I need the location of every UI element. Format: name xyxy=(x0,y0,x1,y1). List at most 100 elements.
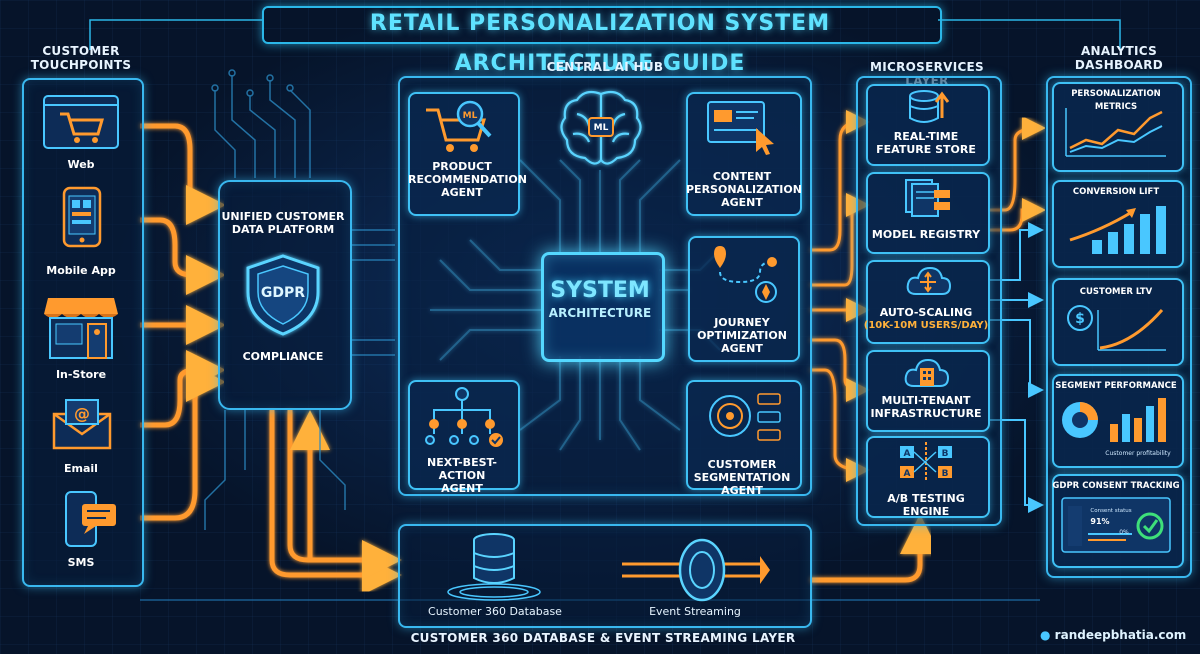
touchpoints-header-line1: CUSTOMER xyxy=(42,44,120,58)
agent-journey-line1: JOURNEY xyxy=(714,316,770,329)
smartphone-icon xyxy=(62,186,102,248)
brain-icon xyxy=(560,90,642,165)
touchpoints-header: CUSTOMER TOUCHPOINTS xyxy=(22,44,140,72)
consent-caption: Consent status xyxy=(1090,508,1132,514)
service-feature-label: REAL-TIME FEATURE STORE xyxy=(866,130,986,156)
analytics-header: ANALYTICS DASHBOARD xyxy=(1046,44,1192,72)
cloud-building-icon xyxy=(904,358,950,387)
analytics-item-4-label: SEGMENT PERFORMANCE xyxy=(1055,381,1177,391)
agent-journey-line2: OPTIMIZATION xyxy=(697,329,787,342)
analytics-item-1-label: PERSONALIZATION METRICS xyxy=(1071,89,1161,112)
service-feature-line2: FEATURE STORE xyxy=(876,143,976,156)
database-icon xyxy=(447,533,541,601)
agent-segmentation-line1: CUSTOMER xyxy=(707,458,777,471)
agent-nba-line2: AGENT xyxy=(441,482,483,495)
svg-text:B: B xyxy=(942,469,949,479)
system-architecture-core xyxy=(541,252,665,362)
agent-customer-segmentation xyxy=(686,380,802,490)
event-stream-icon xyxy=(622,538,770,602)
touchpoint-sms-label: SMS xyxy=(67,556,95,569)
cdp-title-line2: DATA PLATFORM xyxy=(231,223,335,236)
decision-tree-icon xyxy=(425,387,503,447)
cdp-title: UNIFIED CUSTOMER DATA PLATFORM xyxy=(218,210,348,236)
title-frame xyxy=(262,6,942,44)
analytics-item-2-label: CONVERSION LIFT xyxy=(1072,187,1160,197)
segment-caption: Customer profitability xyxy=(1105,450,1171,457)
pie-bar-icon xyxy=(1062,398,1166,442)
touchpoint-web-label: Web xyxy=(67,158,95,171)
hub-header: CENTRAL AI HUB xyxy=(546,60,664,74)
db-label: Customer 360 Database xyxy=(428,605,562,618)
agent-content-label: CONTENT PERSONALIZATION AGENT xyxy=(686,170,802,209)
svg-text:$: $ xyxy=(1075,311,1085,327)
agent-segmentation-line2: SEGMENTATION AGENT xyxy=(693,471,791,497)
touchpoint-instore-label: In-Store xyxy=(55,368,107,381)
agent-journey-label: JOURNEY OPTIMIZATION AGENT xyxy=(688,316,796,355)
service-ab-testing xyxy=(866,436,990,518)
stream-label: Event Streaming xyxy=(649,605,741,618)
core-title: SYSTEM xyxy=(550,278,650,303)
analytics-item-3-label: CUSTOMER LTV xyxy=(1079,287,1153,297)
analytics-customer-ltv xyxy=(1052,278,1184,366)
svg-text:@: @ xyxy=(74,404,90,423)
ab-split-icon: A B A B xyxy=(900,442,952,482)
agent-product-line3: AGENT xyxy=(441,186,483,199)
service-registry-label: MODEL REGISTRY xyxy=(871,228,981,241)
agent-content-line1: CONTENT xyxy=(712,170,772,183)
agent-product-label: PRODUCT RECOMMENDATION AGENT xyxy=(408,160,527,199)
service-tenant-line1: MULTI-TENANT xyxy=(881,394,971,407)
svg-text:ML: ML xyxy=(463,111,478,121)
service-autoscale-range: (10K-10M USERS/DAY) xyxy=(863,320,989,331)
data-layer-footer: CUSTOMER 360 DATABASE & EVENT STREAMING … xyxy=(410,631,796,645)
service-feature-line1: REAL-TIME xyxy=(893,130,959,143)
cdp-title-line1: UNIFIED CUSTOMER xyxy=(221,210,345,223)
gdpr-shield-text: GDPR xyxy=(260,285,306,301)
document-stack-icon xyxy=(905,179,950,217)
page-title: RETAIL PERSONALIZATION SYSTEM ARCHITECTU… xyxy=(369,11,831,76)
consent-pct-1: 91% xyxy=(1090,517,1110,526)
svg-text:A: A xyxy=(904,469,911,479)
route-map-icon xyxy=(714,246,777,303)
core-subtitle: ARCHITECTURE xyxy=(548,306,652,320)
phone-message-icon xyxy=(65,491,116,547)
website-text: randeepbhatia.com xyxy=(1054,628,1187,642)
cloud-scaling-icon xyxy=(906,266,952,295)
touchpoints-header-line2: TOUCHPOINTS xyxy=(30,58,132,72)
svg-text:A: A xyxy=(904,449,911,459)
service-tenant-label: MULTI-TENANT INFRASTRUCTURE xyxy=(866,394,986,420)
dollar-curve-icon: $ xyxy=(1067,305,1166,351)
agent-product-line1: PRODUCT xyxy=(432,160,492,173)
touchpoint-mobile-label: Mobile App xyxy=(46,264,116,277)
service-tenant-line2: INFRASTRUCTURE xyxy=(870,407,982,420)
shopping-cart-browser-icon xyxy=(43,95,119,149)
database-upload-icon xyxy=(909,90,950,123)
bar-growth-icon xyxy=(1069,206,1166,254)
agent-content-line3: AGENT xyxy=(721,196,763,209)
cdp-compliance-label: COMPLIANCE xyxy=(242,350,324,363)
brain-ml-badge: ML xyxy=(593,123,609,133)
shopping-cart-magnifier-icon: ML xyxy=(426,100,492,152)
consent-pct-2: 0% xyxy=(1119,529,1129,536)
service-ab-label: A/B TESTING ENGINE xyxy=(887,492,965,518)
agent-segmentation-label: CUSTOMER SEGMENTATION AGENT xyxy=(686,458,798,497)
agent-nba-label: NEXT-BEST-ACTION AGENT xyxy=(408,456,516,495)
svg-text:B: B xyxy=(942,449,949,459)
globe-icon: ● xyxy=(1040,628,1051,642)
shield-icon xyxy=(246,254,320,336)
web-content-cursor-icon xyxy=(707,101,774,155)
service-autoscale-label: AUTO-SCALING xyxy=(879,306,973,319)
touchpoint-flows xyxy=(140,123,226,521)
agent-product-line2: RECOMMENDATION xyxy=(408,173,527,186)
agent-journey-optimization xyxy=(688,236,800,362)
line-chart-icon xyxy=(1065,108,1166,157)
consent-dashboard-icon xyxy=(1061,497,1171,553)
agent-content-line2: PERSONALIZATION xyxy=(686,183,802,196)
website-link[interactable]: ● randeepbhatia.com xyxy=(1040,628,1200,642)
agent-nba-line1: NEXT-BEST-ACTION xyxy=(427,456,497,482)
service-feature-store xyxy=(866,84,990,166)
segmentation-cluster-icon xyxy=(709,393,781,441)
analytics-header-line2: DASHBOARD xyxy=(1074,58,1164,72)
analytics-header-line1: ANALYTICS xyxy=(1080,44,1158,58)
agent-journey-line3: AGENT xyxy=(721,342,763,355)
envelope-icon: @ xyxy=(52,399,112,450)
